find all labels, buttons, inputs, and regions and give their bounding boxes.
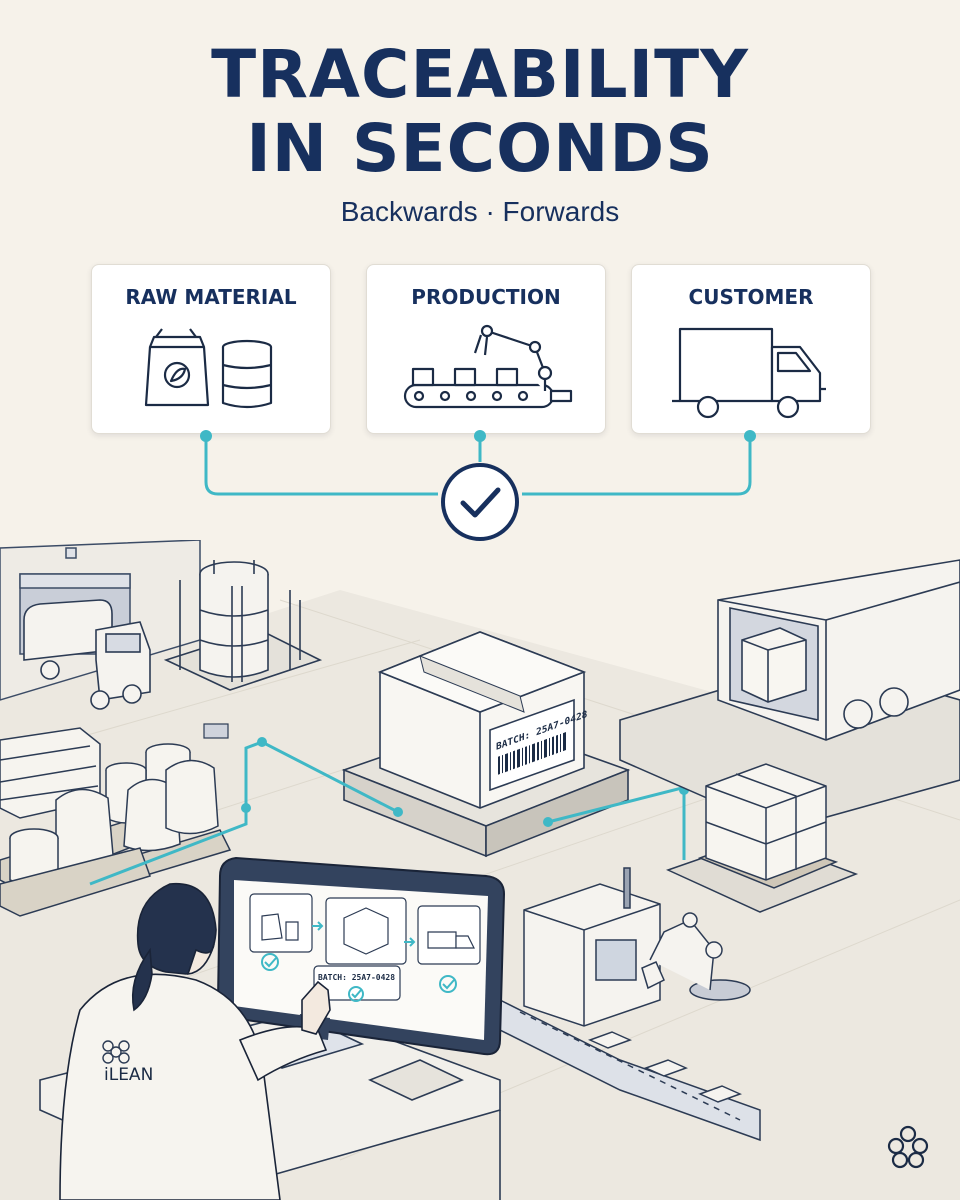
tanker-truck [23, 599, 151, 710]
stage-card-raw-material: RAW MATERIAL [91, 264, 331, 434]
checkmark-circle-icon [441, 463, 519, 541]
brand-mark-icon [887, 1125, 929, 1169]
semi-trailer [619, 559, 960, 831]
screen-batch-label: BATCH: 25A7-0428 [318, 973, 395, 982]
title-line-1: TRACEABILITY [211, 36, 749, 113]
raw-material-icon [144, 328, 273, 409]
stage-card-production: PRODUCTION [366, 264, 606, 434]
title-line-2: IN SECONDS [246, 110, 714, 187]
delivery-truck-icon [672, 327, 826, 419]
page-title: TRACEABILITY IN SECONDS [0, 38, 960, 186]
scanner-icon [203, 723, 229, 739]
barcode [498, 731, 566, 775]
ilean-logo-icon [102, 1040, 130, 1064]
operator [59, 882, 331, 1200]
trace-connector [200, 430, 756, 541]
uniform-logo-text: iLEAN [104, 1065, 153, 1085]
stage-card-customer: CUSTOMER [631, 264, 871, 434]
connector-dot-raw-material [200, 430, 212, 442]
storage-tanks [163, 560, 323, 691]
production-line [499, 867, 761, 1142]
monitor: BATCH: 25A7-0428 [216, 856, 506, 1056]
connector-dot-customer [744, 430, 756, 442]
pallet-stack [665, 763, 859, 913]
stage-label-raw-material: RAW MATERIAL [125, 285, 297, 309]
stage-label-customer: CUSTOMER [688, 285, 814, 309]
factory-illustration: BATCH: 25A7-0428 [0, 540, 960, 1200]
connector-dot-production [474, 430, 486, 442]
raw-material-stock [0, 727, 232, 917]
subtitle: Backwards · Forwards [340, 196, 620, 227]
stage-label-production: PRODUCTION [411, 285, 561, 309]
production-icon [403, 324, 573, 409]
